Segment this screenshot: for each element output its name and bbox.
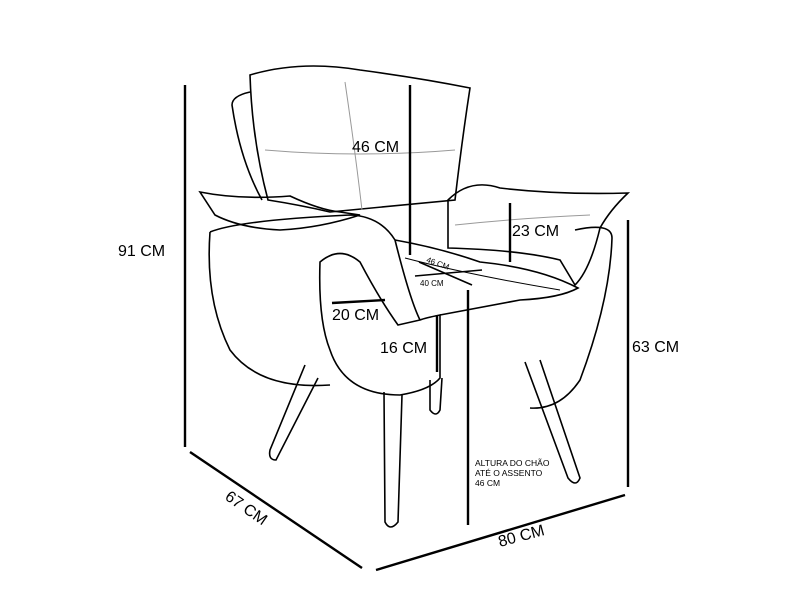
backrest-height-label: 46 CM (352, 139, 400, 156)
chair-left-pillow (198, 190, 361, 231)
note-line-1: ALTURA DO CHÃO (475, 458, 550, 468)
chair-leg (524, 359, 581, 484)
chair-back-wing (231, 91, 263, 201)
depth-line (189, 451, 363, 569)
note-line-3: 46 CM (475, 478, 501, 488)
width-line (375, 493, 626, 572)
chair-backrest (249, 65, 471, 213)
chair-seat (394, 239, 580, 316)
arm-width-line (331, 298, 386, 305)
note-line-2: ATÉ O ASSENTO (475, 468, 543, 478)
arm-height-label: 16 CM (380, 340, 428, 357)
chair-leg (383, 391, 403, 528)
chair-leg (429, 377, 443, 415)
arm-width-label: 20 CM (332, 307, 380, 324)
chair-left-arm (209, 214, 441, 396)
chair-drawing (198, 65, 631, 528)
chair-right-cushion (447, 184, 631, 287)
seat-height-note: ALTURA DO CHÃO ATÉ O ASSENTO 46 CM (475, 458, 549, 488)
seat-width-line (414, 269, 483, 277)
seat-width-label: 40 CM (420, 279, 444, 288)
cushion-height-label: 23 CM (512, 223, 560, 240)
total-height-label: 91 CM (118, 243, 166, 260)
arm-top-height-label: 63 CM (632, 339, 680, 356)
chair-leg (268, 364, 319, 461)
dimension-lines (183, 85, 630, 572)
